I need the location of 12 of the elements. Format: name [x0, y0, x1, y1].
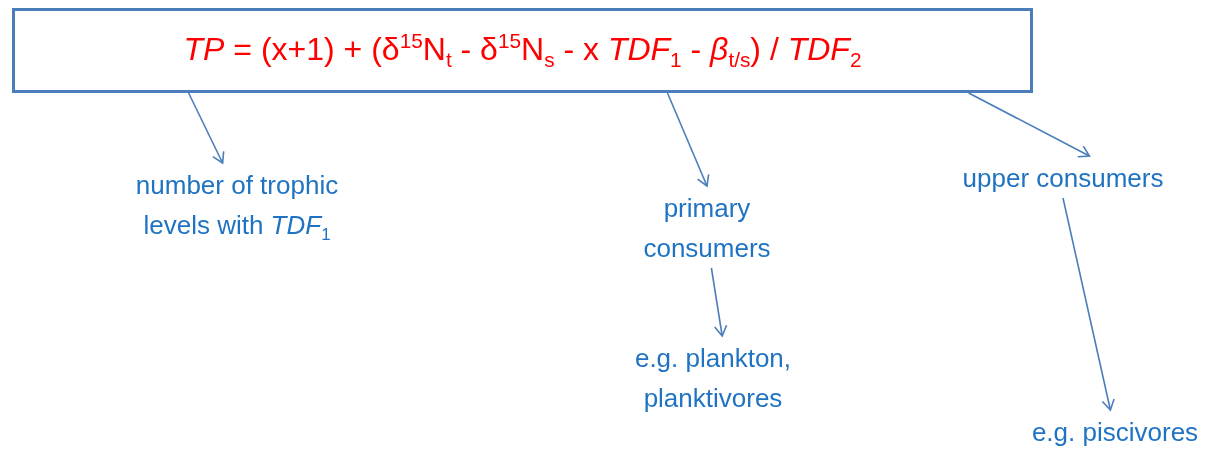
annotation-text: primary consumers: [642, 192, 772, 265]
arrow: [1062, 197, 1115, 411]
arrow: [967, 92, 1091, 158]
formula-text: TP = (x+1) + (δ$^{15}$N$_{t}$ - δ$^{15}$N$_{s}$ - x TDF$_{1}$ - β$_{t/s}$) / TDF$_{2}$: [183, 28, 862, 72]
formula-box: [12, 8, 1033, 93]
arrow: [666, 92, 710, 187]
annotation-text: number of trophic levels with TDF$_{1}$: [134, 169, 340, 245]
arrow: [187, 92, 225, 164]
annotation-text: e.g. plankton, planktivores: [633, 342, 793, 415]
annotation-text: upper consumers: [961, 162, 1165, 195]
arrow: [710, 267, 728, 337]
annotation-text: e.g. piscivores: [1030, 416, 1200, 449]
